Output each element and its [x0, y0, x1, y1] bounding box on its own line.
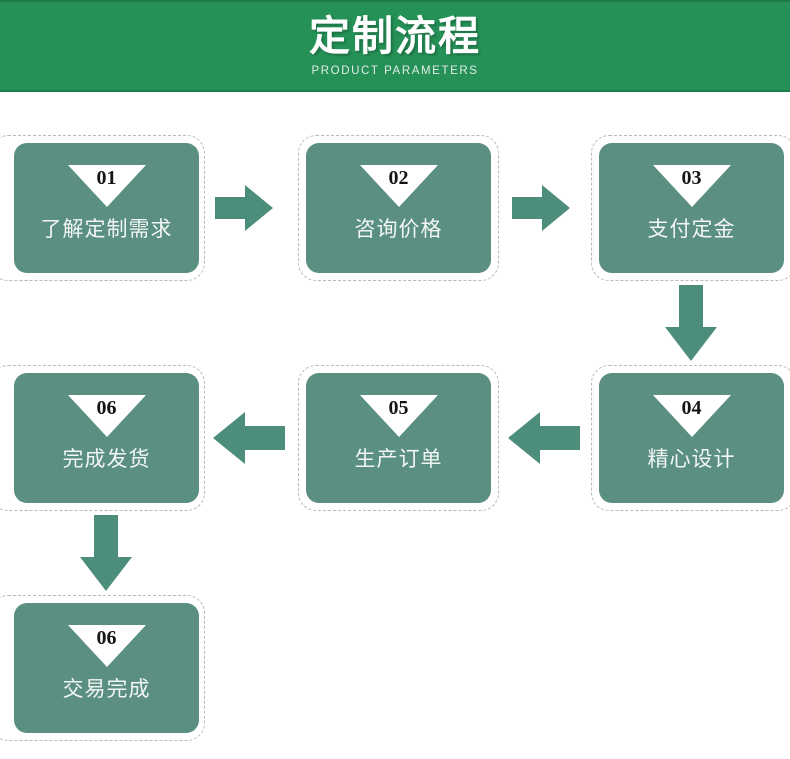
triangle-badge-05: 05: [359, 395, 438, 437]
node-number-final: 06: [96, 627, 117, 649]
arrow-shaft: [94, 515, 118, 559]
page-title: 定制流程: [309, 12, 481, 59]
arrow-head-right-icon: [542, 185, 570, 231]
flow-node-04[interactable]: 04 精心设计: [599, 373, 784, 503]
node-number-04: 04: [681, 397, 702, 419]
down-triangle-icon: [67, 165, 146, 207]
node-frame-03: [591, 135, 790, 281]
down-triangle-icon: [359, 395, 438, 437]
node-label-04: 精心设计: [647, 448, 736, 471]
node-label-final: 交易完成: [62, 678, 151, 701]
down-triangle-icon: [67, 625, 146, 667]
page-header-banner: 定制流程 PRODUCT PARAMETERS: [0, 0, 790, 92]
arrow-05-to-06: [213, 412, 285, 464]
node-frame-04: [591, 365, 790, 511]
node-label-01: 了解定制需求: [40, 218, 173, 241]
flow-node-02[interactable]: 02 咨询价格: [306, 143, 491, 273]
node-label-06-ship: 完成发货: [62, 448, 151, 471]
arrow-shaft: [512, 197, 544, 219]
node-number-02: 02: [388, 167, 409, 189]
triangle-badge-06-ship: 06: [67, 395, 146, 437]
arrow-03-to-04: [665, 285, 717, 361]
arrow-head-right-icon: [245, 185, 273, 231]
arrow-shaft: [243, 426, 285, 450]
node-frame-final: [0, 595, 205, 741]
flow-node-06-ship[interactable]: 06 完成发货: [14, 373, 199, 503]
node-number-06-ship: 06: [96, 397, 117, 419]
arrow-02-to-03: [512, 185, 570, 231]
node-label-02: 咨询价格: [354, 218, 443, 241]
node-label-03: 支付定金: [647, 218, 736, 241]
node-number-05: 05: [388, 397, 409, 419]
arrow-head-left-icon: [213, 412, 245, 464]
triangle-badge-03: 03: [652, 165, 731, 207]
down-triangle-icon: [67, 395, 146, 437]
arrow-shaft: [538, 426, 580, 450]
flow-node-03[interactable]: 03 支付定金: [599, 143, 784, 273]
arrow-head-left-icon: [508, 412, 540, 464]
arrow-04-to-05: [508, 412, 580, 464]
node-number-03: 03: [681, 167, 702, 189]
page-subtitle: PRODUCT PARAMETERS: [311, 65, 479, 78]
node-frame-05: [298, 365, 499, 511]
node-frame-06-ship: [0, 365, 205, 511]
triangle-badge-final: 06: [67, 625, 146, 667]
flow-node-final[interactable]: 06 交易完成: [14, 603, 199, 733]
down-triangle-icon: [359, 165, 438, 207]
triangle-badge-01: 01: [67, 165, 146, 207]
arrow-shaft: [215, 197, 247, 219]
node-frame-01: [0, 135, 205, 281]
node-number-01: 01: [96, 167, 117, 189]
arrow-head-down-icon: [665, 327, 717, 361]
down-triangle-icon: [652, 165, 731, 207]
arrow-01-to-02: [215, 185, 273, 231]
arrow-head-down-icon: [80, 557, 132, 591]
arrow-06-to-final: [80, 515, 132, 591]
arrow-shaft: [679, 285, 703, 329]
flow-node-01[interactable]: 01 了解定制需求: [14, 143, 199, 273]
triangle-badge-04: 04: [652, 395, 731, 437]
node-label-05: 生产订单: [354, 448, 443, 471]
node-frame-02: [298, 135, 499, 281]
flow-node-05[interactable]: 05 生产订单: [306, 373, 491, 503]
down-triangle-icon: [652, 395, 731, 437]
triangle-badge-02: 02: [359, 165, 438, 207]
